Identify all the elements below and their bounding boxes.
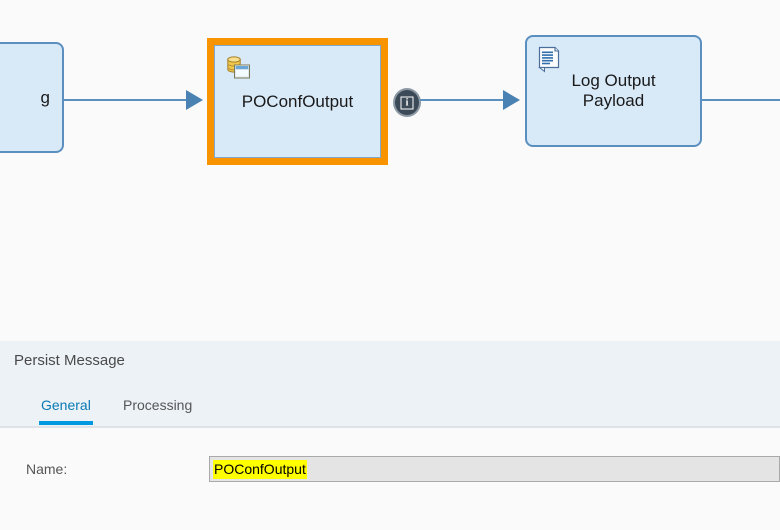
panel-tabstrip: General Processing — [0, 391, 780, 428]
persist-message-icon — [223, 53, 253, 83]
name-input-value: POConfOutput — [213, 460, 307, 479]
name-input[interactable]: POConfOutput — [209, 456, 780, 482]
flow-canvas[interactable]: g — [0, 0, 780, 341]
connector-line-2 — [420, 99, 505, 101]
flow-node-poconfoutput-label: POConfOutput — [241, 91, 354, 111]
flow-node-poconfoutput-selection: POConfOutput — [207, 38, 388, 165]
info-badge-glyph: i — [400, 96, 414, 109]
name-field-label: Name: — [26, 461, 68, 477]
connector-arrow-1 — [186, 90, 203, 110]
flow-node-poconfoutput[interactable]: POConfOutput — [214, 45, 381, 158]
tab-general[interactable]: General — [39, 391, 93, 425]
flow-node-previous[interactable]: g — [0, 42, 64, 153]
flow-node-log-output-payload-label: Log Output Payload — [571, 71, 656, 110]
connector-line-3 — [702, 99, 780, 101]
flow-node-log-output-payload[interactable]: Log Output Payload — [525, 35, 702, 147]
script-document-icon — [535, 44, 565, 74]
tabstrip-divider — [0, 426, 780, 428]
tab-processing[interactable]: Processing — [123, 397, 193, 413]
connector-arrow-2 — [503, 90, 520, 110]
connector-line-1 — [64, 99, 187, 101]
flow-node-previous-label: g — [40, 87, 50, 107]
info-badge[interactable]: i — [393, 88, 421, 117]
panel-title: Persist Message — [14, 352, 125, 369]
properties-panel: Persist Message General Processing Name: — [0, 341, 780, 530]
